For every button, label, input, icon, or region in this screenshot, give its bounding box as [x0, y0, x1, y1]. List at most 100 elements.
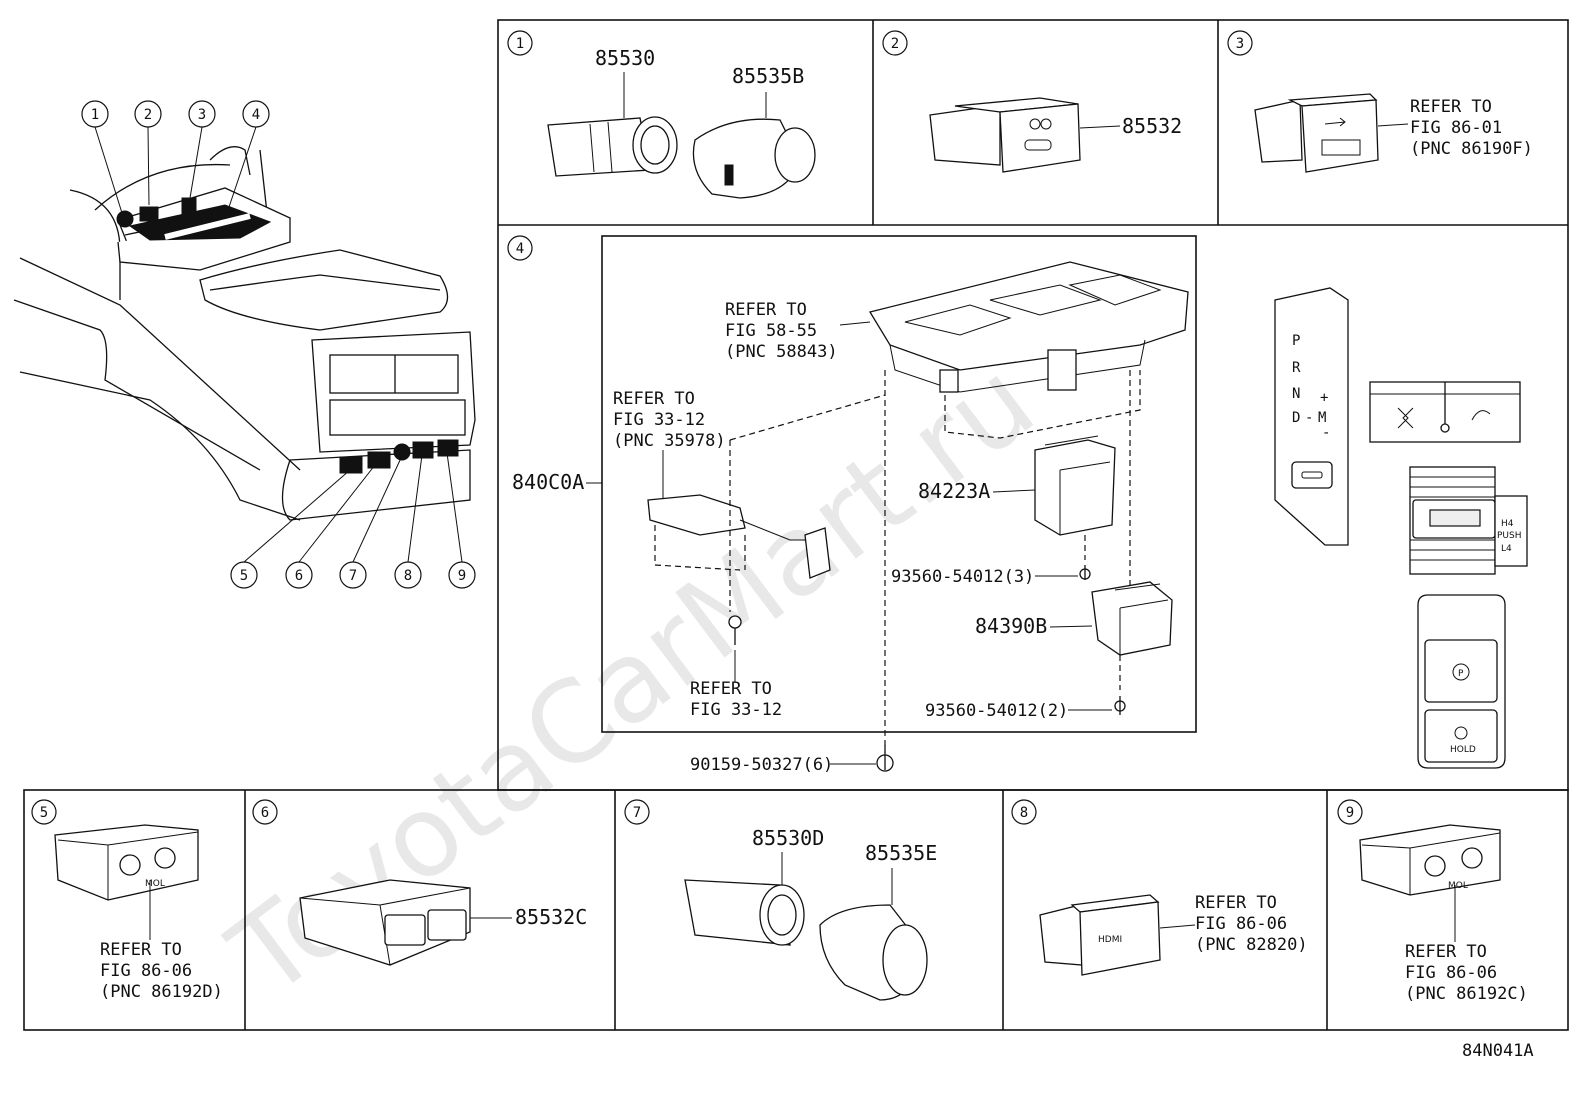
callout-9: 9: [448, 561, 476, 589]
console-overview: 1 2 3 4 5 6 7 8 9: [13, 100, 476, 589]
cap-85535b-icon: [692, 118, 801, 199]
svg-text:4: 4: [516, 241, 524, 257]
refer-58-55-line3: (PNC 58843): [725, 342, 838, 362]
shifter-panel: P R N D - M + -: [1274, 287, 1349, 546]
part-label-84223a: 84223A: [918, 479, 990, 503]
svg-text:2: 2: [891, 36, 899, 52]
callout-7: 7: [339, 561, 367, 589]
refer-86192c-line3: (PNC 86192C): [1405, 984, 1528, 1004]
refer-58-55-line2: FIG 58-55: [725, 321, 817, 341]
part-label-85532c: 85532C: [515, 905, 587, 929]
part-label-85530: 85530: [595, 46, 655, 70]
svg-text:HOLD: HOLD: [1450, 745, 1476, 755]
svg-text:-: -: [1322, 425, 1330, 441]
refer-86-01-line3: (PNC 86190F): [1410, 139, 1533, 159]
svg-text:6: 6: [261, 805, 269, 821]
refer-82820-line1: REFER TO: [1195, 893, 1277, 913]
refer-86192c-line2: FIG 86-06: [1405, 963, 1497, 983]
svg-text:6: 6: [295, 568, 303, 584]
h4-l4-switch: H4 PUSH L4: [1409, 466, 1528, 575]
refer-33-12-line1: REFER TO: [613, 389, 695, 409]
part-label-84390b: 84390B: [975, 614, 1047, 638]
refer-82820-line3: (PNC 82820): [1195, 935, 1308, 955]
panel-3: 3 REFER TO FIG 86-01 (PNC 86190F): [1227, 30, 1533, 173]
part-label-85535e: 85535E: [865, 841, 937, 865]
svg-text:2: 2: [144, 107, 152, 123]
panel-5: 5 MOL REFER TO FIG 86-06 (PNC 86192D): [31, 799, 223, 1002]
svg-text:R: R: [1292, 360, 1301, 376]
svg-text:PUSH: PUSH: [1497, 531, 1522, 541]
part-label-85530d: 85530D: [752, 826, 824, 850]
svg-text:1: 1: [91, 107, 99, 123]
callout-2: 2: [134, 100, 162, 128]
callout-5: 5: [230, 561, 258, 589]
svg-text:3: 3: [198, 107, 206, 123]
refer-86192d-line1: REFER TO: [100, 940, 182, 960]
callout-1: 1: [81, 100, 109, 128]
panel-7: 7 85530D 85535E: [624, 799, 937, 1001]
refer-86192c-line1: REFER TO: [1405, 942, 1487, 962]
svg-text:H4: H4: [1501, 519, 1514, 529]
svg-text:1: 1: [516, 36, 524, 52]
panel-6: 6 85532C: [252, 799, 587, 966]
screw-label-3: 93560-54012(3): [891, 567, 1034, 587]
svg-text:D: D: [1292, 410, 1300, 426]
svg-text:MOL: MOL: [145, 879, 165, 889]
refer-86-01-line1: REFER TO: [1410, 97, 1492, 117]
svg-text:P: P: [1458, 669, 1464, 679]
panel-frames: [23, 19, 1569, 1031]
bolt-label: 90159-50327(6): [690, 755, 833, 775]
refer-86-01-line2: FIG 86-01: [1410, 118, 1502, 138]
svg-text:3: 3: [1236, 36, 1244, 52]
panel-9: 9 MOL REFER TO FIG 86-06 (PNC 86192C): [1337, 799, 1528, 1004]
harness-bracket-icon: [647, 494, 746, 536]
svg-text:+: +: [1320, 390, 1328, 406]
refer-82820-line2: FIG 86-06: [1195, 914, 1287, 934]
callout-6: 6: [285, 561, 313, 589]
switch-84223a-icon: [1034, 439, 1116, 536]
svg-text:4: 4: [252, 107, 260, 123]
svg-text:5: 5: [240, 568, 248, 584]
refer-86192d-line2: FIG 86-06: [100, 961, 192, 981]
panel-4: 4 840C0A REFER TO FIG 58-55 (PNC 58843) …: [507, 235, 1528, 775]
svg-text:8: 8: [404, 568, 412, 584]
panel-1: 1 85530 85535B: [507, 30, 816, 199]
callout-8: 8: [394, 561, 422, 589]
svg-text:-: -: [1305, 410, 1313, 426]
refer-33-12-line3: (PNC 35978): [613, 431, 726, 451]
part-label-85535b: 85535B: [732, 64, 804, 88]
hdmi-port-icon: [1039, 904, 1083, 966]
assembly-840c0a: 840C0A: [512, 470, 584, 494]
refer-86192d-line3: (PNC 86192D): [100, 982, 223, 1002]
svg-text:7: 7: [633, 805, 641, 821]
refer-33-12b-line2: FIG 33-12: [690, 700, 782, 720]
part-label-85532: 85532: [1122, 114, 1182, 138]
panel-2: 2 85532: [882, 30, 1182, 173]
console-bracket-icon: [868, 261, 1189, 371]
svg-text:P: P: [1292, 333, 1300, 349]
svg-text:MOL: MOL: [1448, 881, 1468, 891]
svg-text:9: 9: [1346, 805, 1354, 821]
figure-code: 84N041A: [1462, 1041, 1534, 1061]
svg-text:7: 7: [349, 568, 357, 584]
svg-text:M: M: [1318, 410, 1326, 426]
svg-text:9: 9: [458, 568, 466, 584]
refer-33-12b-line1: REFER TO: [690, 679, 772, 699]
screw-label-2: 93560-54012(2): [925, 701, 1068, 721]
refer-58-55-line1: REFER TO: [725, 300, 807, 320]
svg-text:N: N: [1292, 386, 1300, 402]
panel-8: 8 HDMI REFER TO FIG 86-06 (PNC 82820): [1011, 799, 1308, 976]
svg-text:L4: L4: [1501, 544, 1512, 554]
svg-text:5: 5: [40, 805, 48, 821]
parking-brake-switch: P HOLD: [1417, 594, 1506, 769]
callout-3: 3: [188, 100, 216, 128]
drive-mode-switch: [1369, 381, 1521, 443]
svg-text:8: 8: [1020, 805, 1028, 821]
callout-4: 4: [242, 100, 270, 128]
switch-85532-icon: [929, 104, 1001, 166]
refer-33-12-line2: FIG 33-12: [613, 410, 705, 430]
switch-84390b-icon: [1091, 581, 1173, 656]
svg-text:HDMI: HDMI: [1098, 935, 1122, 945]
usb-port-icon: [1254, 99, 1303, 163]
